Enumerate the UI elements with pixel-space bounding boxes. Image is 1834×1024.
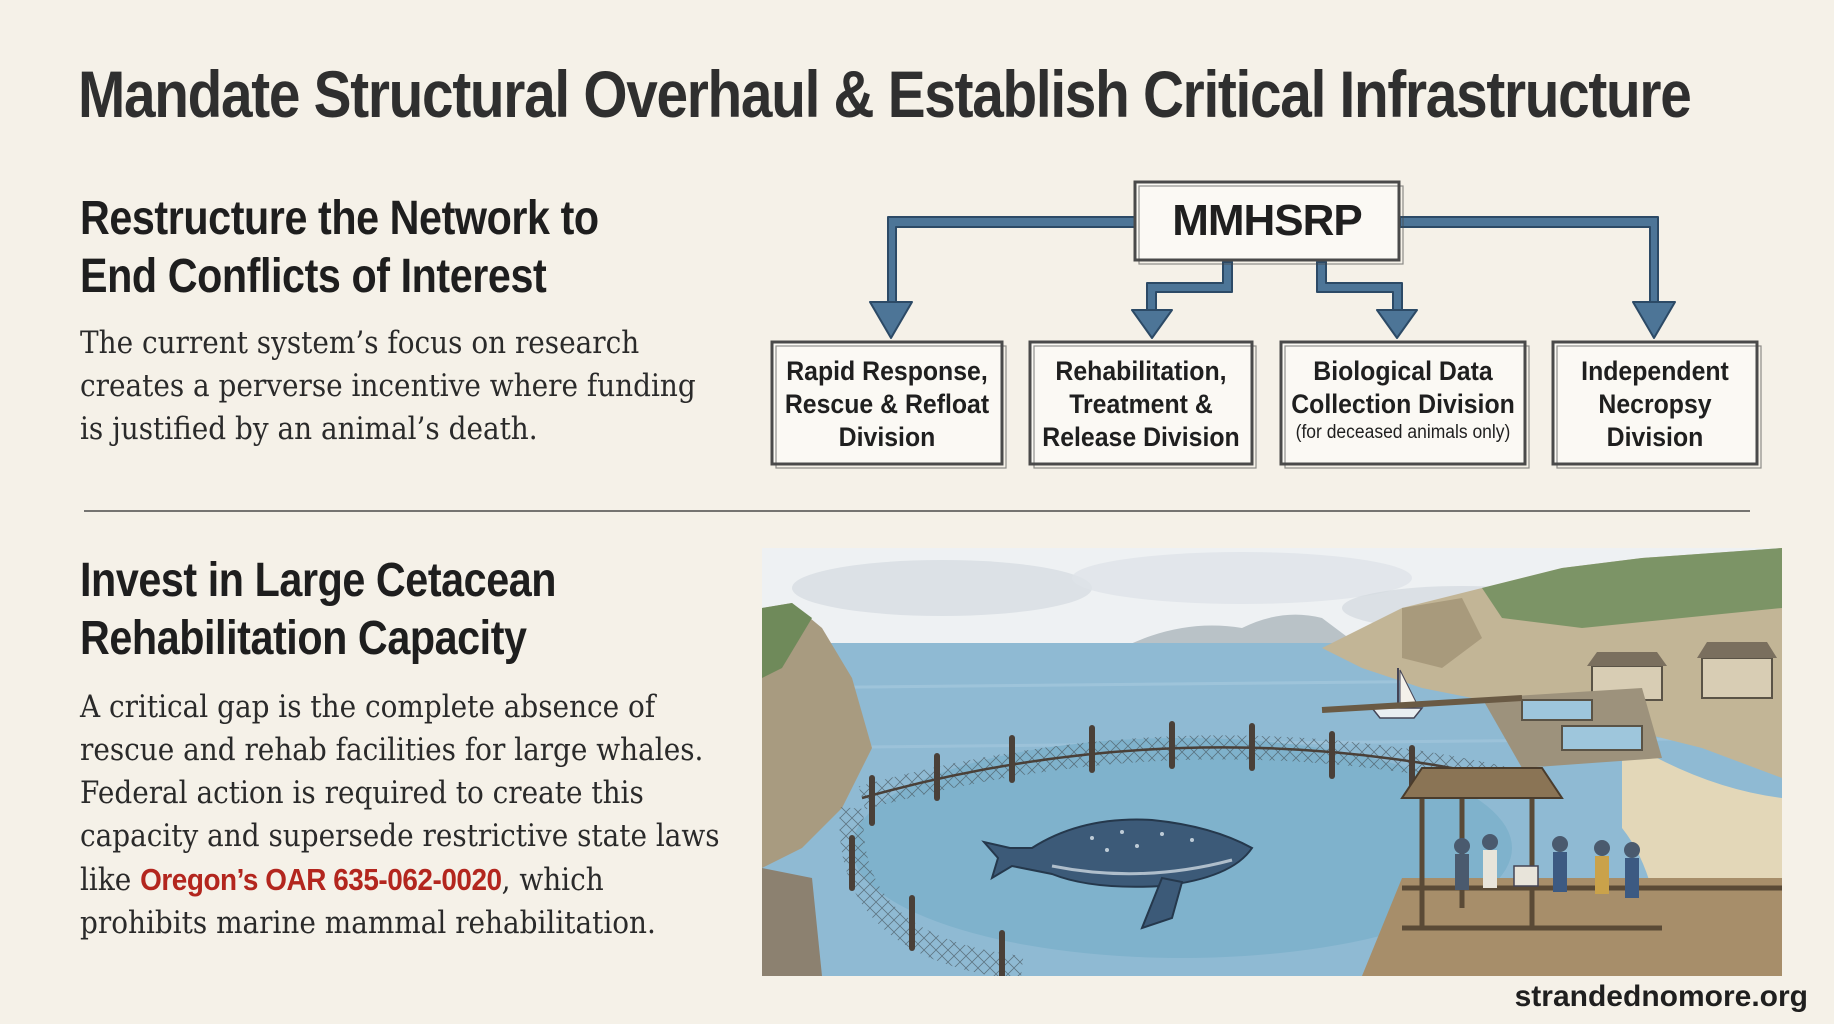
connector-arrow-right-inner bbox=[1316, 261, 1403, 311]
child-line: Division bbox=[838, 422, 936, 452]
arrowhead-icon bbox=[1131, 309, 1173, 339]
child-line: Rehabilitation, bbox=[1055, 356, 1227, 386]
body-line: prohibits marine mammal rehabilitation. bbox=[80, 905, 656, 941]
body-line: rescue and rehab facilities for large wh… bbox=[80, 732, 704, 768]
child-label-necropsy: Independent Necropsy Division bbox=[1561, 355, 1749, 454]
whale-sanctuary-illustration bbox=[762, 548, 1782, 976]
child-label-rapid-response: Rapid Response, Rescue & Refloat Divisio… bbox=[781, 355, 993, 454]
child-label-biological-data: Biological Data Collection Division (for… bbox=[1291, 355, 1515, 445]
child-box-rehabilitation bbox=[1028, 340, 1254, 466]
heading-line: Invest in Large Cetacean bbox=[80, 554, 557, 607]
section-heading-invest: Invest in Large Cetacean Rehabilitation … bbox=[80, 552, 556, 668]
arrowhead-icon bbox=[869, 301, 913, 339]
child-label-rehabilitation: Rehabilitation, Treatment & Release Divi… bbox=[1039, 355, 1243, 454]
child-line: Independent bbox=[1581, 356, 1729, 386]
child-line: Rescue & Refloat bbox=[784, 389, 990, 419]
oregon-law-citation: Oregon’s OAR 635-062-0020 bbox=[140, 862, 502, 897]
org-chart: MMHSRP Rapid Response, Rescue & Refloat … bbox=[760, 170, 1790, 480]
body-line: Federal action is required to create thi… bbox=[80, 775, 644, 811]
arrowhead-icon bbox=[1376, 309, 1418, 339]
body-line: capacity and supersede restrictive state… bbox=[80, 818, 720, 854]
whale-sanctuary-icon bbox=[762, 548, 1782, 976]
connector-arrow-right-outer bbox=[1399, 216, 1659, 303]
website-url: strandednomore.org bbox=[1514, 980, 1808, 1013]
child-box-biological-data bbox=[1279, 340, 1527, 466]
org-chart-connectors bbox=[770, 180, 1762, 469]
connector-arrow-left-inner bbox=[1146, 261, 1233, 311]
child-box-necropsy bbox=[1551, 340, 1759, 466]
section-heading-restructure: Restructure the Network to End Conflicts… bbox=[80, 190, 599, 306]
page-title: Mandate Structural Overhaul & Establish … bbox=[78, 57, 1692, 131]
child-line: Division bbox=[1606, 422, 1704, 452]
heading-line: Rehabilitation Capacity bbox=[80, 612, 527, 665]
root-box bbox=[1133, 180, 1401, 262]
child-box-rapid-response bbox=[770, 340, 1004, 466]
child-line: Release Division bbox=[1042, 422, 1240, 452]
body-line: The current system’s focus on research bbox=[80, 325, 640, 361]
section-divider bbox=[84, 510, 1750, 512]
child-line: Rapid Response, bbox=[786, 356, 988, 386]
body-text-fragment: like bbox=[80, 862, 141, 898]
section-body-restructure: The current system’s focus on research c… bbox=[80, 322, 696, 451]
body-line-with-citation: like Oregon’s OAR 635-062-0020, which bbox=[80, 858, 720, 902]
arrowhead-icon bbox=[1632, 301, 1676, 339]
connector-arrow-left-outer bbox=[884, 216, 1136, 303]
heading-line: End Conflicts of Interest bbox=[80, 250, 547, 303]
heading-line: Restructure the Network to bbox=[80, 192, 599, 245]
root-label: MMHSRP bbox=[1172, 196, 1363, 245]
body-line: creates a perverse incentive where fundi… bbox=[80, 368, 696, 404]
child-note: (for deceased animals only) bbox=[1295, 422, 1511, 443]
body-text-fragment: , which bbox=[501, 862, 604, 898]
child-line: Collection Division bbox=[1291, 389, 1515, 419]
child-line: Treatment & bbox=[1069, 389, 1213, 419]
body-line: A critical gap is the complete absence o… bbox=[80, 689, 656, 725]
child-line: Biological Data bbox=[1313, 356, 1493, 386]
child-line: Necropsy bbox=[1598, 389, 1712, 419]
section-body-invest: A critical gap is the complete absence o… bbox=[80, 686, 720, 945]
body-line: is justified by an animal’s death. bbox=[80, 411, 538, 447]
